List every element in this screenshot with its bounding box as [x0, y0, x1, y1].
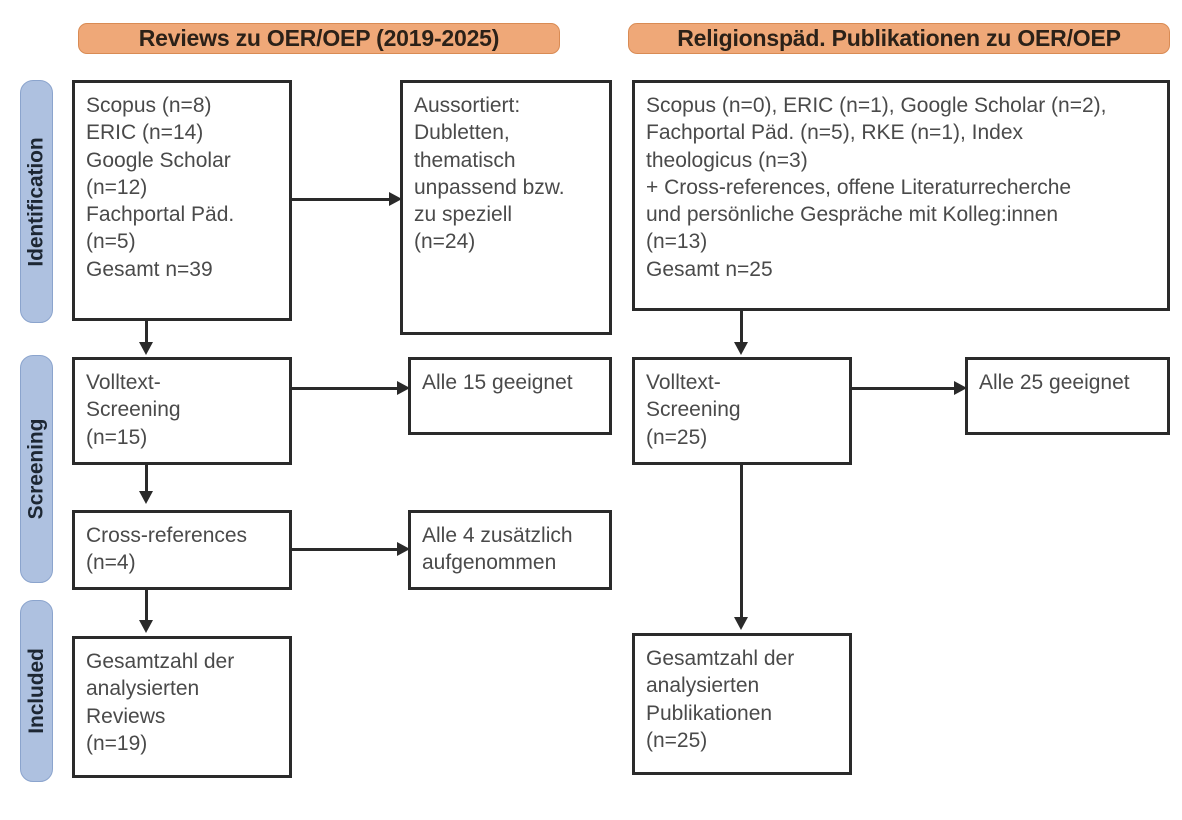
box-left-identification-sources: Scopus (n=8) ERIC (n=14) Google Scholar …	[72, 80, 292, 321]
box-left-all-eligible: Alle 15 geeignet	[408, 357, 612, 435]
arrowhead-left-crossrefs-to-added	[397, 542, 410, 556]
stage-bar-screening: Screening	[20, 355, 53, 583]
arrowhead-right-screening-to-included	[734, 617, 748, 630]
stage-bar-included: Included	[20, 600, 53, 782]
connector-right-screening-to-eligible	[852, 387, 956, 390]
stage-label-screening: Screening	[24, 418, 48, 520]
box-right-fulltext-screening: Volltext- Screening (n=25)	[632, 357, 852, 465]
arrowhead-left-sources-to-excluded	[389, 192, 402, 206]
connector-right-sources-to-screening	[740, 311, 743, 344]
box-left-fulltext-screening: Volltext- Screening (n=15)	[72, 357, 292, 465]
connector-left-screening-to-eligible	[292, 387, 398, 390]
arrowhead-right-screening-to-eligible	[954, 381, 967, 395]
box-left-all-added: Alle 4 zusätzlich aufgenommen	[408, 510, 612, 590]
left-column-header: Reviews zu OER/OEP (2019-2025)	[78, 23, 560, 54]
connector-left-sources-to-excluded	[292, 198, 390, 201]
box-left-excluded: Aussortiert: Dubletten, thematisch unpas…	[400, 80, 612, 335]
right-column-header: Religionspäd. Publikationen zu OER/OEP	[628, 23, 1170, 54]
box-right-identification-sources: Scopus (n=0), ERIC (n=1), Google Scholar…	[632, 80, 1170, 311]
arrowhead-left-crossrefs-to-included	[139, 620, 153, 633]
connector-right-screening-to-included	[740, 465, 743, 620]
stage-bar-identification: Identification	[20, 80, 53, 323]
stage-label-included: Included	[24, 648, 48, 734]
box-left-cross-references: Cross-references (n=4)	[72, 510, 292, 590]
box-left-included-total: Gesamtzahl der analysierten Reviews (n=1…	[72, 636, 292, 778]
arrowhead-right-sources-to-screening	[734, 342, 748, 355]
connector-left-sources-to-screening	[145, 321, 148, 344]
arrowhead-left-screening-to-crossrefs	[139, 491, 153, 504]
box-right-all-eligible: Alle 25 geeignet	[965, 357, 1170, 435]
arrowhead-left-sources-to-screening	[139, 342, 153, 355]
connector-left-crossrefs-to-added	[292, 548, 398, 551]
arrowhead-left-screening-to-eligible	[397, 381, 410, 395]
stage-label-identification: Identification	[24, 136, 48, 267]
box-right-included-total: Gesamtzahl der analysierten Publikatione…	[632, 633, 852, 775]
connector-left-crossrefs-to-included	[145, 590, 148, 622]
connector-left-screening-to-crossrefs	[145, 465, 148, 493]
